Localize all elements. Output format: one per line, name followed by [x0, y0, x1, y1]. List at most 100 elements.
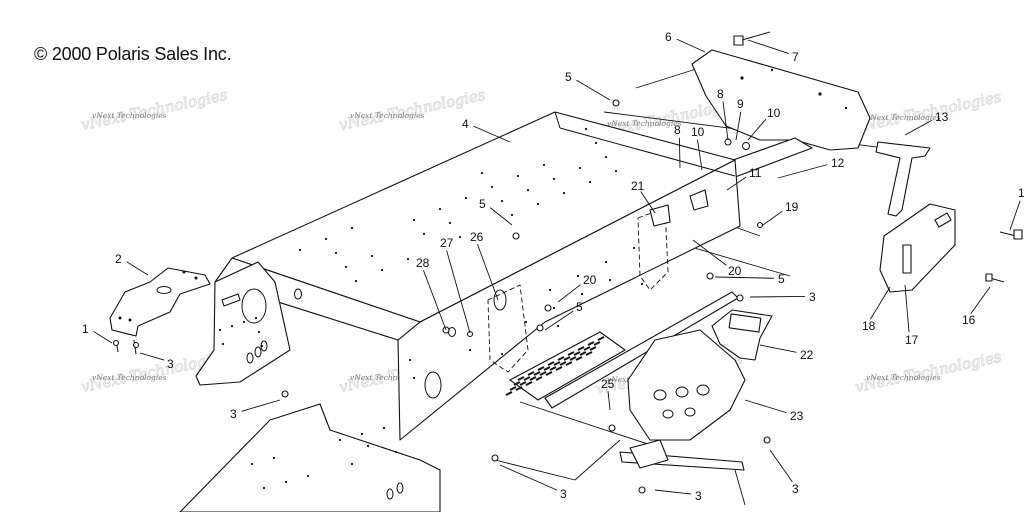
rivet: [480, 171, 484, 175]
rivet: [464, 196, 468, 200]
vent-slot: [505, 391, 513, 396]
rivet: [350, 226, 354, 230]
callout-label-5: 5: [778, 272, 785, 286]
callout-leader-line: [126, 261, 149, 276]
callout-label-3: 3: [809, 290, 816, 304]
rivet: [366, 444, 370, 448]
callout-label-6: 6: [665, 30, 672, 44]
watermark-text: vNext Technologies: [866, 373, 941, 382]
rivet: [632, 246, 636, 250]
side-plate-part-18: [879, 203, 956, 293]
rivet: [306, 474, 310, 478]
callout-label-5: 5: [565, 70, 572, 84]
vent-slot: [547, 361, 555, 366]
vent-slot: [509, 386, 517, 391]
rivet: [221, 342, 225, 346]
callout-leader-line: [676, 38, 706, 53]
tunnel-body-part-4: [195, 111, 741, 441]
rivet: [562, 191, 566, 195]
rivet: [490, 185, 494, 189]
lower-left-panel: [179, 403, 441, 512]
callout-label-20: 20: [583, 273, 597, 287]
vent-slot: [523, 376, 531, 381]
callout-label-22: 22: [800, 348, 814, 362]
rivet: [468, 348, 472, 352]
callout-label-23: 23: [790, 409, 804, 423]
rivet: [640, 282, 644, 286]
rivet: [350, 462, 354, 466]
rivet: [576, 274, 580, 278]
vent-slot: [597, 336, 605, 341]
vent-slot: [583, 346, 591, 351]
rivet: [604, 260, 608, 264]
bracket-part-2: [109, 267, 211, 355]
watermark-shadow: vNext Technologies: [79, 86, 229, 135]
rivet: [218, 328, 222, 332]
vent-slot: [527, 371, 535, 376]
callout-label-3: 3: [695, 489, 702, 503]
rivet: [380, 268, 384, 272]
vent-slot: [579, 351, 587, 356]
callout-leader-line: [93, 331, 113, 344]
callout-label-8: 8: [674, 123, 681, 137]
rivet: [257, 330, 261, 334]
rivet: [614, 169, 618, 173]
callout-leader-line: [722, 101, 729, 141]
vent-slot: [577, 346, 585, 351]
bracket-part-22: [711, 309, 773, 361]
callout-leader-line: [1009, 200, 1021, 231]
callout-label-5: 5: [576, 300, 583, 314]
rivet: [406, 257, 410, 261]
rivet: [500, 199, 504, 203]
callout-label-1: 1: [1018, 186, 1024, 200]
rivet-dots: [218, 127, 644, 380]
vent-slot: [517, 376, 525, 381]
rivet: [584, 127, 588, 131]
callout-leader-line: [970, 286, 991, 314]
vent-slot: [587, 341, 595, 346]
rivet: [230, 324, 234, 328]
vent-slot: [585, 351, 593, 356]
callout-leader-line: [241, 399, 281, 412]
callout-leader-line: [477, 244, 499, 301]
bracket-part-13: [875, 141, 931, 217]
callout-label-28: 28: [416, 256, 430, 270]
rivet: [260, 344, 264, 348]
rivet-dots-lower: [250, 426, 398, 490]
vent-slot: [525, 381, 533, 386]
rivet: [588, 180, 592, 184]
rivet: [272, 456, 276, 460]
vent-slot: [513, 381, 521, 386]
rivet: [284, 480, 288, 484]
vent-slot: [565, 361, 573, 366]
rivet: [242, 320, 246, 324]
vent-slot: [539, 371, 547, 376]
dashed-brackets: [487, 189, 709, 373]
callout-label-27: 27: [440, 236, 454, 250]
callout-label-25: 25: [601, 377, 615, 391]
callout-leader-line: [759, 344, 797, 353]
callout-label-7: 7: [792, 50, 799, 64]
rivet: [542, 163, 546, 167]
vent-slot: [589, 346, 597, 351]
callout-label-4: 4: [462, 117, 469, 131]
callout-leader-line: [726, 176, 747, 191]
callout-leader-line: [777, 164, 828, 179]
watermark-text: vNext Technologies: [350, 111, 425, 120]
callout-label-8: 8: [717, 87, 724, 101]
callout-leader-line: [735, 111, 742, 141]
callout-leader-line: [473, 125, 511, 143]
watermark-text: vNext Technologies: [92, 111, 167, 120]
callout-label-19: 19: [785, 200, 799, 214]
callout-leader-line: [904, 119, 932, 136]
callout-label-12: 12: [831, 156, 845, 170]
rivet: [608, 278, 612, 282]
callout-label-16: 16: [962, 313, 976, 327]
vent-slot: [555, 366, 563, 371]
callout-leader-line: [489, 207, 513, 226]
watermark-shadow: vNext Technologies: [853, 88, 1003, 137]
callout-label-1: 1: [82, 322, 89, 336]
vent-slot: [593, 341, 601, 346]
